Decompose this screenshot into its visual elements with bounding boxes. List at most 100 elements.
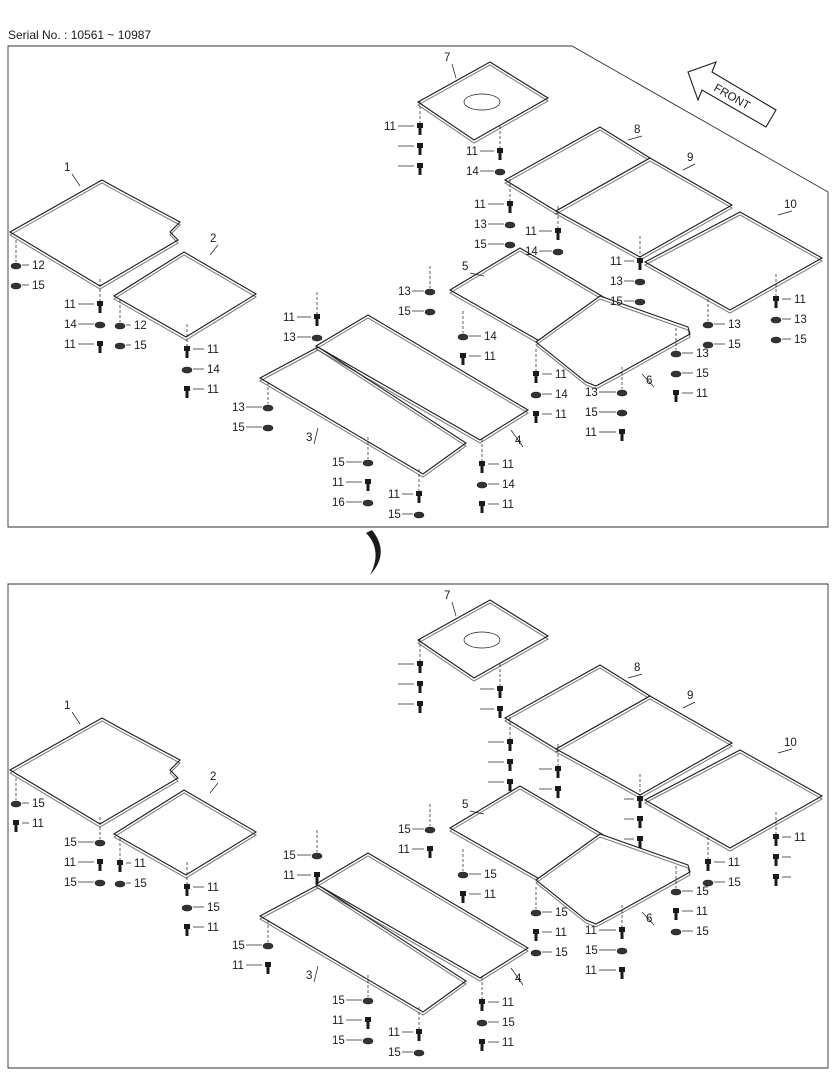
callout-number: 11: [502, 997, 514, 1009]
plate-number: 6: [646, 913, 652, 925]
plate-edge: [9, 720, 181, 828]
bolt-shank: [418, 128, 422, 135]
callout-number: 14: [525, 246, 538, 258]
callout-number: 15: [332, 1035, 345, 1047]
plate-number: 5: [462, 799, 468, 811]
plate-number: 10: [784, 737, 797, 749]
callout-number: 11: [283, 870, 295, 882]
washer-icon: [530, 949, 542, 957]
callout-number: 15: [696, 368, 709, 380]
callout-number: 11: [585, 965, 597, 977]
bolt-icon: [479, 1039, 485, 1044]
front-arrow: FRONT: [687, 61, 777, 128]
plate-hole: [463, 631, 501, 649]
washer-icon: [552, 248, 564, 256]
plate-edge: [113, 254, 257, 341]
plate-leader: [777, 748, 793, 754]
bolt-shank: [418, 168, 422, 175]
bolt-shank: [417, 496, 421, 503]
bolt-shank: [480, 506, 484, 513]
bolt-icon: [555, 228, 561, 233]
callout-number: 11: [502, 459, 514, 471]
plate-number: 1: [64, 700, 70, 712]
bolt-icon: [184, 386, 190, 391]
bolt-shank: [480, 1044, 484, 1051]
bolt-icon: [417, 701, 423, 706]
bolt-icon: [507, 739, 513, 744]
bolt-icon: [13, 820, 19, 825]
bolt-icon: [184, 884, 190, 889]
callout-number: 13: [474, 219, 487, 231]
bolt-icon: [417, 681, 423, 686]
bolt-shank: [674, 395, 678, 402]
plate-1: 1: [8, 700, 181, 828]
plate-number: 1: [64, 162, 70, 174]
washer-icon: [362, 1037, 374, 1045]
washer-icon: [362, 499, 374, 507]
bolt-shank: [461, 358, 465, 365]
washer-icon: [181, 366, 193, 374]
plate-10: 10: [643, 199, 824, 314]
bolt-shank: [508, 206, 512, 213]
washer-icon: [476, 481, 488, 489]
bolt-shank: [556, 791, 560, 798]
callout-number: 15: [728, 877, 741, 889]
plate-outline: [8, 179, 181, 287]
plate-number: 9: [687, 152, 693, 164]
plate-leader: [777, 210, 793, 216]
bolt-shank: [774, 301, 778, 308]
washer-icon: [94, 321, 106, 329]
callout-number: 15: [585, 945, 598, 957]
bolt-icon: [773, 854, 779, 859]
bolt-shank: [98, 864, 102, 871]
bolt-shank: [620, 932, 624, 939]
callout-number: 16: [332, 497, 345, 509]
plate-leader: [469, 810, 485, 815]
callout-number: 11: [585, 427, 597, 439]
washer-icon: [616, 947, 628, 955]
plate-6: 6: [535, 295, 691, 390]
bolt-icon: [314, 872, 320, 877]
washer-icon: [476, 1019, 488, 1027]
callout-number: 13: [794, 314, 807, 326]
callout-number: 13: [585, 387, 598, 399]
bolt-icon: [365, 479, 371, 484]
bolt-shank: [366, 484, 370, 491]
washer-icon: [10, 262, 22, 270]
plate-edge: [554, 160, 734, 261]
plate-leader: [451, 63, 457, 79]
callout-number: 13: [610, 276, 623, 288]
bolt-shank: [185, 391, 189, 398]
bolt-icon: [773, 296, 779, 301]
washer-icon: [457, 871, 469, 879]
callout-number: 11: [502, 1037, 514, 1049]
callout-number: 15: [134, 340, 147, 352]
plate-number: 4: [515, 435, 522, 447]
bolt-icon: [619, 429, 625, 434]
plate-edge: [643, 752, 824, 852]
plate-outline: [258, 884, 467, 1013]
callout-number: 15: [794, 334, 807, 346]
plate-leader: [313, 427, 319, 445]
bolt-shank: [638, 841, 642, 848]
washer-icon: [10, 282, 22, 290]
washer-icon: [670, 350, 682, 358]
washer-icon: [616, 409, 628, 417]
bolt-icon: [184, 346, 190, 351]
callout-number: 11: [134, 858, 146, 870]
washer-icon: [311, 852, 323, 860]
plate-edge: [258, 349, 467, 478]
bolt-shank: [118, 865, 122, 872]
callout-number: 11: [794, 294, 806, 306]
plate-leader: [641, 911, 655, 926]
plate-edge: [315, 317, 529, 444]
